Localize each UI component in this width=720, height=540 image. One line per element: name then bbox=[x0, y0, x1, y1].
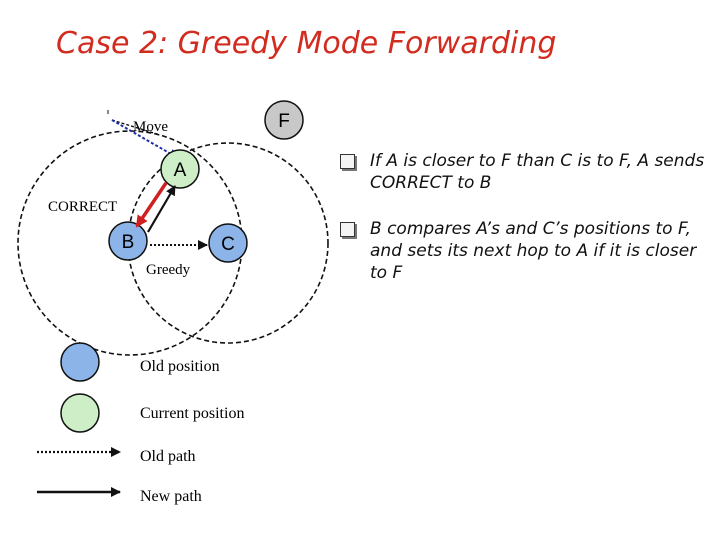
greedy-label: Greedy bbox=[146, 262, 191, 278]
correct-label: CORRECT bbox=[48, 199, 117, 215]
move-arrow-head bbox=[111, 119, 179, 159]
legend-old-position-swatch bbox=[60, 342, 100, 382]
greedy-new-path-arrow bbox=[147, 185, 176, 233]
bullet-item: B compares A’s and C’s positions to F, a… bbox=[340, 218, 712, 284]
legend-new-path-label: New path bbox=[140, 488, 202, 505]
bullet-text: B compares A’s and C’s positions to F, a… bbox=[370, 219, 697, 283]
node-c-label: C bbox=[221, 234, 235, 255]
correct-arrow bbox=[135, 182, 168, 228]
node-c bbox=[208, 223, 248, 263]
node-b-label: B bbox=[122, 232, 135, 253]
checkbox-bullet-icon bbox=[340, 154, 355, 169]
bullet-list: If A is closer to F than C is to F, A se… bbox=[340, 150, 712, 308]
move-arrow bbox=[111, 119, 161, 136]
node-a bbox=[160, 149, 200, 189]
checkbox-bullet-icon bbox=[340, 222, 355, 237]
node-f bbox=[264, 100, 304, 140]
legend-current-position-swatch bbox=[60, 393, 100, 433]
legend-old-path-label: Old path bbox=[140, 448, 196, 465]
legend-old-position-label: Old position bbox=[140, 358, 220, 375]
legend-current-position-label: Current position bbox=[140, 405, 244, 422]
node-f-label: F bbox=[278, 111, 290, 132]
node-b bbox=[108, 221, 148, 261]
bullet-item: If A is closer to F than C is to F, A se… bbox=[340, 150, 712, 194]
node-a-label: A bbox=[174, 160, 187, 181]
slide-title: Case 2: Greedy Mode Forwarding bbox=[56, 26, 557, 61]
move-label: Move bbox=[133, 119, 168, 135]
bullet-text: If A is closer to F than C is to F, A se… bbox=[370, 151, 705, 193]
